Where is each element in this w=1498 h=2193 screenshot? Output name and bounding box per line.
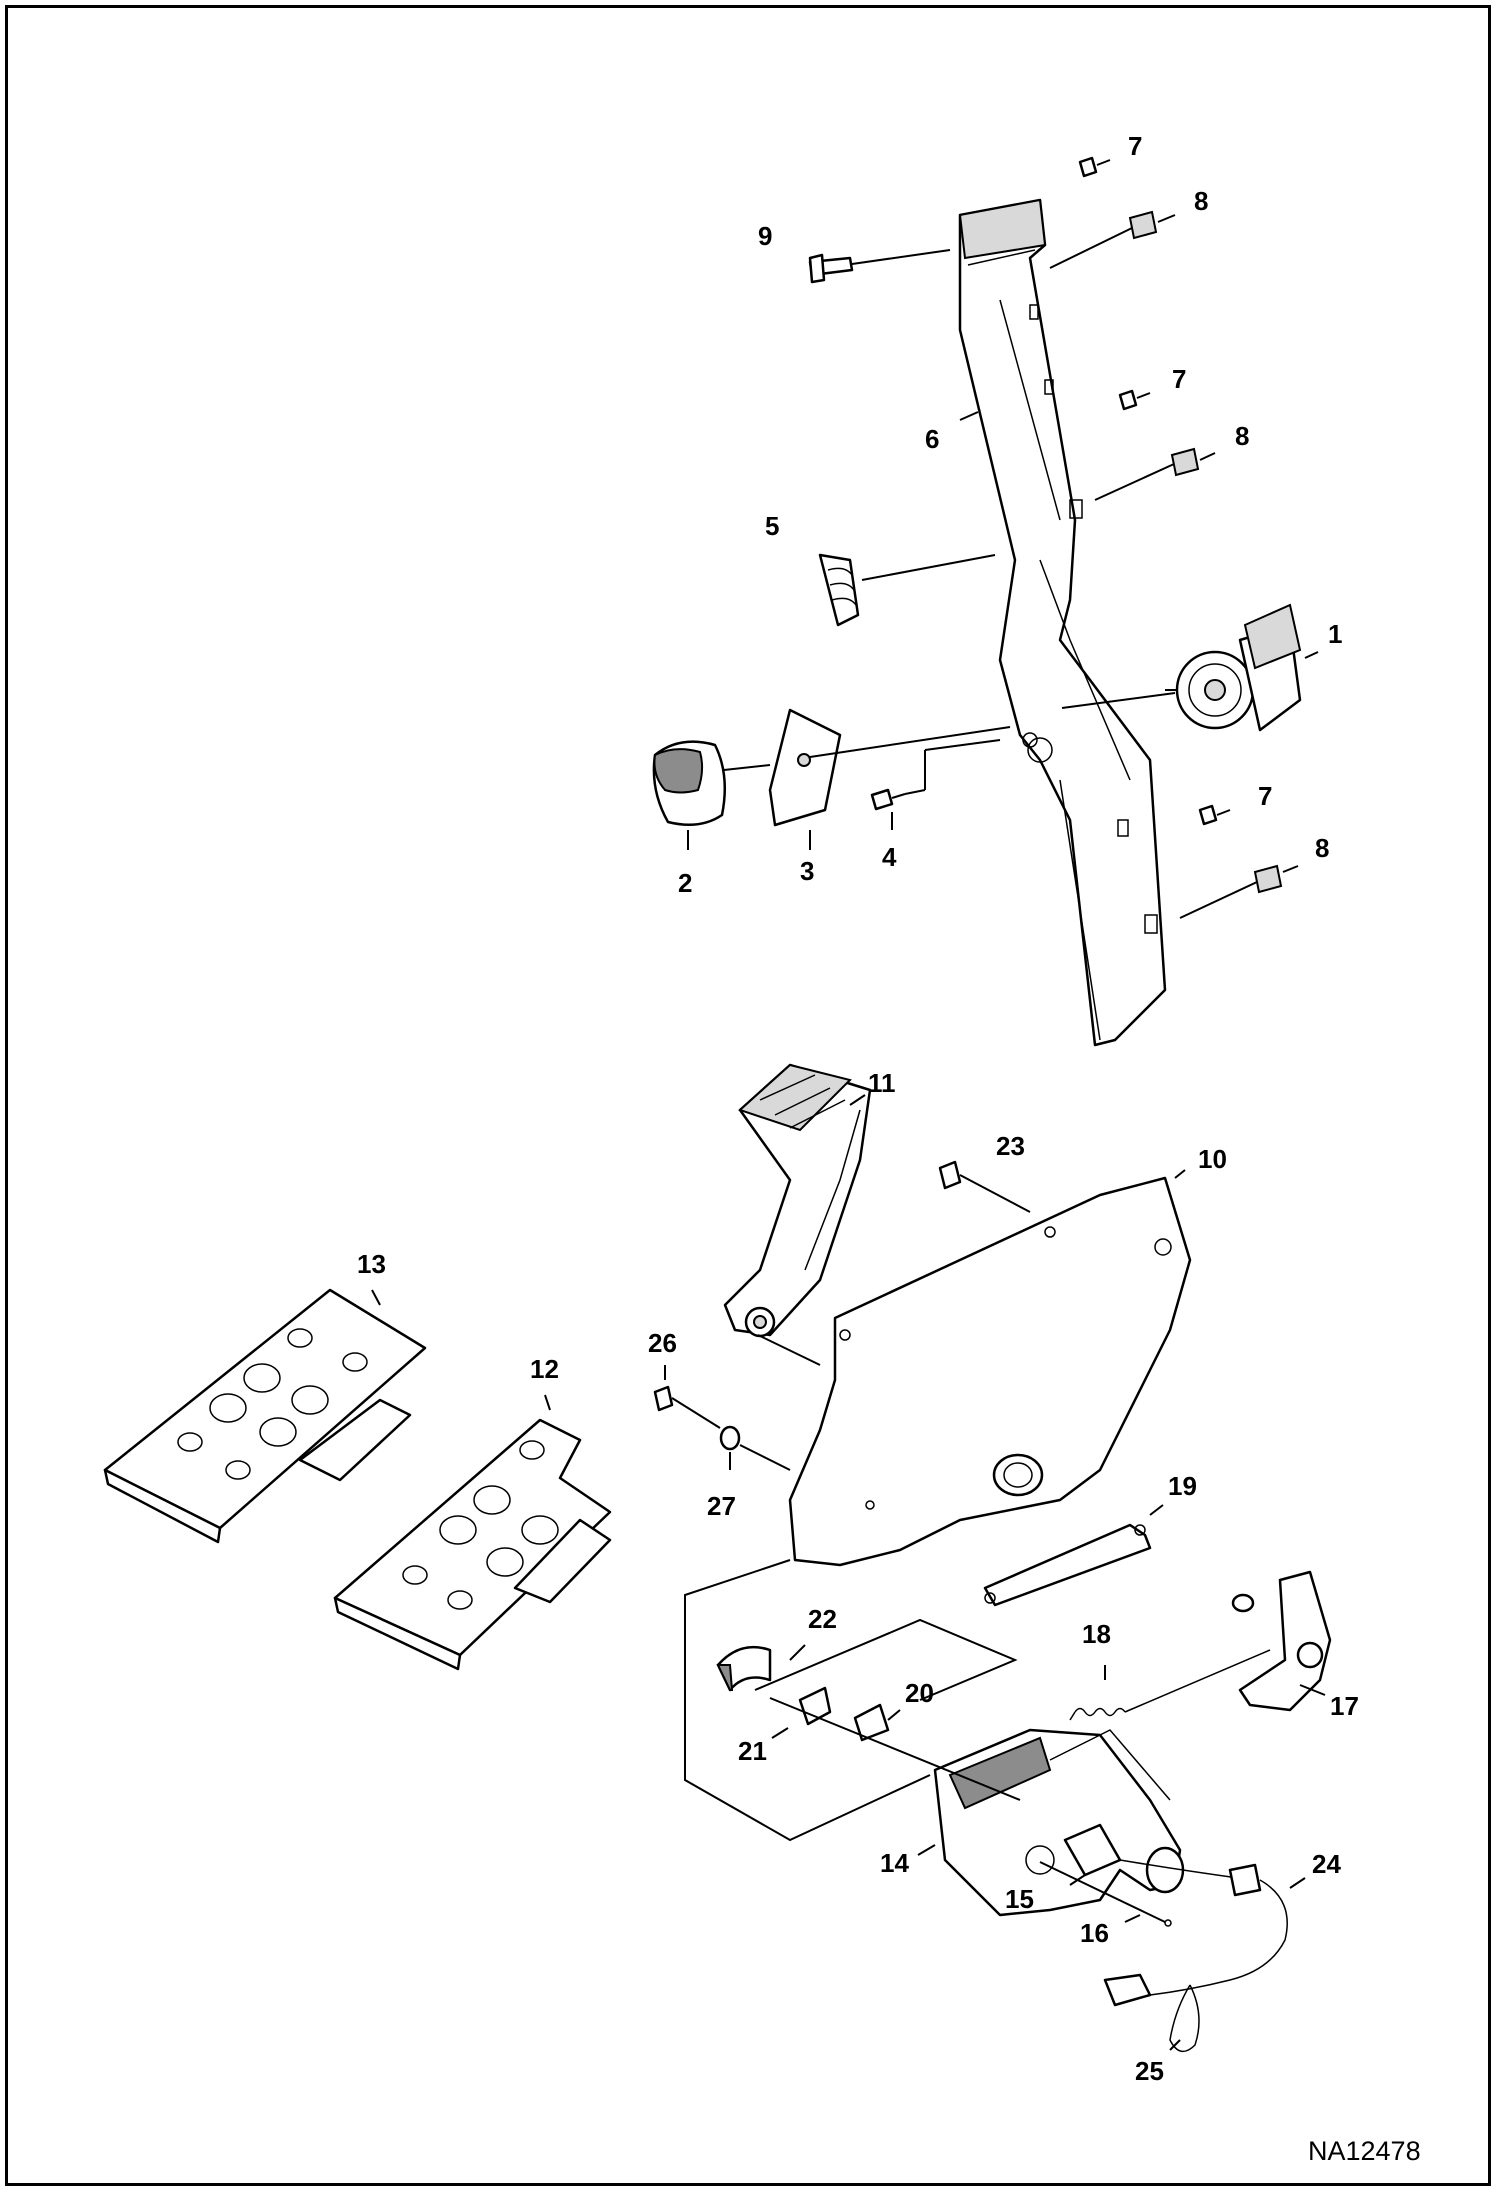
cable-tie-part-25	[1169, 1984, 1200, 2053]
callout-27: 27	[707, 1491, 736, 1521]
callout-7-top: 7	[1128, 131, 1142, 161]
callout-10: 10	[1198, 1144, 1227, 1174]
pedal-arm-part-11	[723, 1063, 872, 1338]
screw-part-4	[870, 788, 906, 811]
foot-pad-part-13	[103, 1288, 427, 1544]
callout-18: 18	[1082, 1619, 1111, 1649]
callout-7-low: 7	[1258, 781, 1272, 811]
column-housing-part-6	[958, 198, 1167, 1047]
spring-part-18	[1069, 1649, 1271, 1721]
callout-8-top: 8	[1194, 186, 1208, 216]
pedal-housing-part-14	[933, 1728, 1185, 1917]
callout-24: 24	[1312, 1849, 1341, 1879]
foot-pad-part-12	[333, 1418, 612, 1671]
clip-part-5	[818, 553, 860, 627]
callout-11: 11	[868, 1068, 896, 1098]
fastener-part-9	[808, 253, 854, 284]
callout-21: 21	[738, 1736, 767, 1766]
callout-17: 17	[1330, 1691, 1359, 1721]
callout-26: 26	[648, 1328, 677, 1358]
bracket-plate-part-10	[788, 1176, 1192, 1567]
bolts-part-7	[1078, 156, 1218, 826]
screw-part-23	[938, 1160, 1031, 1213]
lower-leader-lines	[371, 1094, 1326, 2051]
callout-9: 9	[758, 221, 772, 251]
clip-part-22	[716, 1645, 772, 1692]
callout-20: 20	[905, 1678, 934, 1708]
nuts-part-8	[1128, 210, 1283, 894]
bracket-part-21	[798, 1686, 832, 1726]
plate-part-3	[768, 708, 842, 827]
callout-12: 12	[530, 1354, 559, 1384]
callout-23: 23	[996, 1131, 1025, 1161]
callout-19: 19	[1168, 1471, 1197, 1501]
callout-5: 5	[765, 511, 779, 541]
callout-25: 25	[1135, 2056, 1164, 2086]
washer-part-27	[719, 1425, 791, 1471]
bolt-part-26	[653, 1385, 721, 1429]
callout-14: 14	[880, 1848, 909, 1878]
knob-part-2	[652, 740, 727, 827]
upper-leader-lines	[687, 159, 1319, 919]
callout-1: 1	[1328, 619, 1342, 649]
callout-2: 2	[678, 868, 692, 898]
callout-16: 16	[1080, 1918, 1109, 1948]
bushing	[992, 1453, 1044, 1497]
callout-6: 6	[925, 424, 939, 454]
lever-part-17	[1231, 1570, 1332, 1712]
diagram-frame	[5, 5, 1491, 2186]
sensor-part-1	[1165, 603, 1302, 732]
harness-part-24	[1103, 1859, 1288, 2007]
callout-8-mid: 8	[1235, 421, 1249, 451]
cam-part-20	[853, 1703, 890, 1742]
callout-3: 3	[800, 856, 814, 886]
callout-4: 4	[882, 842, 897, 872]
link-rod-part-19	[983, 1523, 1152, 1607]
callout-8-low: 8	[1315, 833, 1329, 863]
pin-part-16	[1039, 1861, 1172, 1927]
lower-assembly-outline	[684, 1559, 1021, 1842]
callout-22: 22	[808, 1604, 837, 1634]
callout-7-mid: 7	[1172, 364, 1186, 394]
callout-15: 15	[1005, 1884, 1034, 1914]
drawing-id: NA12478	[1308, 2136, 1421, 2166]
callout-13: 13	[357, 1249, 386, 1279]
